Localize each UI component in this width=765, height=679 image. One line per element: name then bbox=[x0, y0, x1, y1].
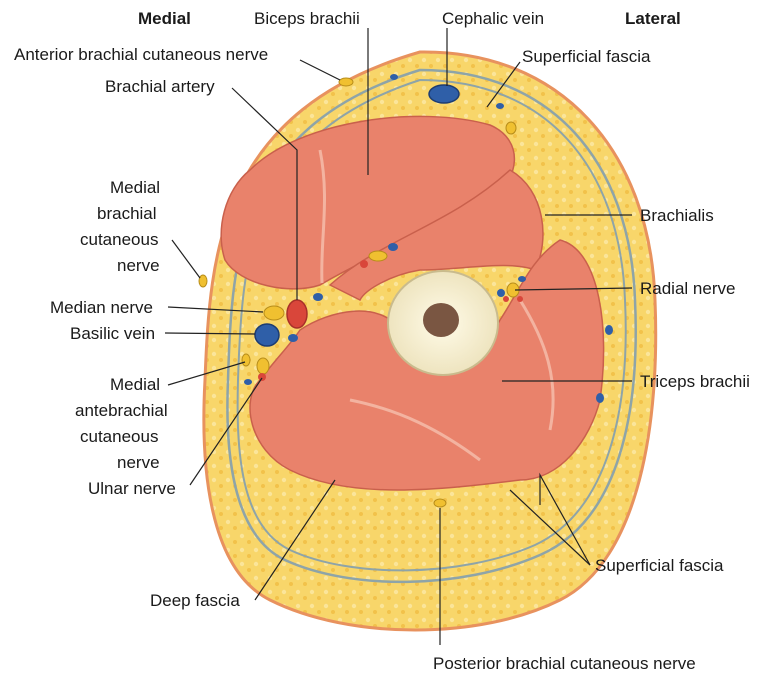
medial-antebrachial-cutaneous-nerve-label-line-3: cutaneous bbox=[80, 427, 158, 446]
medial-orientation-label: Medial bbox=[138, 9, 191, 28]
small-vein-shape-5 bbox=[518, 276, 526, 282]
ulnar-nerve-label: Ulnar nerve bbox=[88, 479, 176, 498]
small-artery-shape bbox=[360, 260, 368, 268]
brachialis-label: Brachialis bbox=[640, 206, 714, 225]
superficial-vein-shape-4 bbox=[596, 393, 604, 403]
radial-artery-shape bbox=[503, 296, 509, 302]
ulnar-nerve-shape bbox=[257, 358, 269, 374]
lateral-orientation-label: Lateral bbox=[625, 9, 681, 28]
small-vein-shape-4 bbox=[388, 243, 398, 251]
cephalic-vein-label: Cephalic vein bbox=[442, 9, 544, 28]
medial-brachial-cutaneous-nerve-label-line-4: nerve bbox=[117, 256, 160, 275]
small-vein-shape-2 bbox=[313, 293, 323, 301]
superficial-vein-shape-2 bbox=[496, 103, 504, 109]
basilic-vein-shape bbox=[255, 324, 279, 346]
anterior-brachial-cutaneous-nerve-label: Anterior brachial cutaneous nerve bbox=[14, 45, 268, 64]
triceps-brachii-label: Triceps brachii bbox=[640, 372, 750, 391]
small-vein-shape-3 bbox=[244, 379, 252, 385]
anterior-brachial-cutaneous-nerve-shape bbox=[339, 78, 353, 86]
medial-brachial-cutaneous-nerve-label-line-2: brachial bbox=[97, 204, 157, 223]
superficial-vein-shape-3 bbox=[605, 325, 613, 335]
posterior-brachial-cutaneous-nerve-shape bbox=[434, 499, 446, 507]
superficial-fascia-bottom-label: Superficial fascia bbox=[595, 556, 724, 575]
musculocutaneous-nerve-shape bbox=[369, 251, 387, 261]
radial-vein-shape bbox=[497, 289, 505, 297]
brachial-artery-shape bbox=[287, 300, 307, 328]
biceps-brachii-label: Biceps brachii bbox=[254, 9, 360, 28]
superficial-vein-shape bbox=[390, 74, 398, 80]
medial-brachial-cutaneous-nerve-label-line-1: Medial bbox=[110, 178, 160, 197]
deep-fascia-label: Deep fascia bbox=[150, 591, 240, 610]
radial-artery-shape-2 bbox=[517, 296, 523, 302]
medial-antebrachial-cutaneous-nerve-label-line-2: antebrachial bbox=[75, 401, 168, 420]
medial-brachial-cutaneous-nerve-shape bbox=[199, 275, 207, 287]
posterior-brachial-cutaneous-nerve-label: Posterior brachial cutaneous nerve bbox=[433, 654, 696, 673]
medial-antebrachial-cutaneous-nerve-label-line-4: nerve bbox=[117, 453, 160, 472]
ulnar-artery-shape bbox=[258, 373, 266, 381]
basilic-vein-label: Basilic vein bbox=[70, 324, 155, 343]
brachial-artery-label: Brachial artery bbox=[105, 77, 215, 96]
medial-brachial-cutaneous-nerve-label-line-3: cutaneous bbox=[80, 230, 158, 249]
median-nerve-shape bbox=[264, 306, 284, 320]
small-vein-shape bbox=[288, 334, 298, 342]
superficial-fascia-top-label: Superficial fascia bbox=[522, 47, 651, 66]
medial-antebrachial-cutaneous-nerve-label-line-1: Medial bbox=[110, 375, 160, 394]
medial-antebrachial-nerve-shape bbox=[242, 354, 250, 366]
radial-nerve-label: Radial nerve bbox=[640, 279, 735, 298]
cephalic-vein-shape bbox=[429, 85, 459, 103]
superficial-nerve-shape bbox=[506, 122, 516, 134]
bone-marrow bbox=[423, 303, 459, 337]
median-nerve-label: Median nerve bbox=[50, 298, 153, 317]
